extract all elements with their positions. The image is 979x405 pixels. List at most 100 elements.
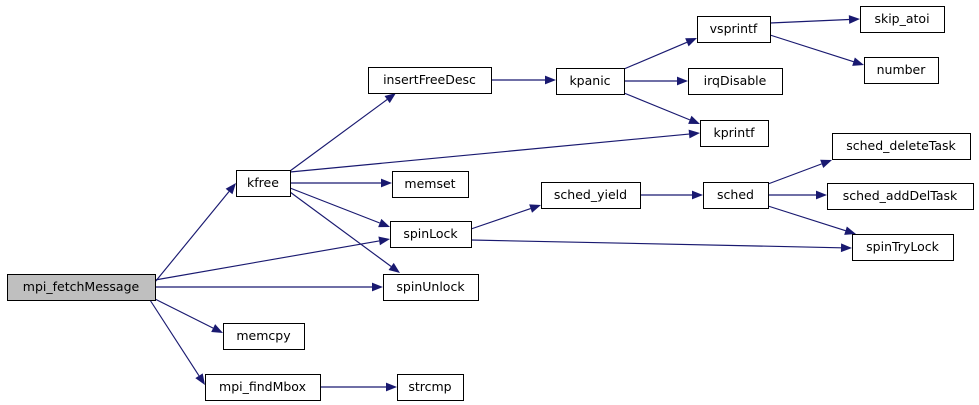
node-box[interactable] [390,221,472,248]
node-box[interactable] [7,274,156,301]
node-box[interactable] [556,68,625,95]
arrow-head-icon [384,93,396,104]
edge-vsprintf-to-skip_atoi [769,15,860,24]
node-insertFreeDesc[interactable]: insertFreeDesc [368,67,492,94]
node-sched_addDelTask[interactable]: sched_addDelTask [827,183,974,210]
edge-line [149,299,200,377]
arrow-head-icon [381,178,392,188]
edge-spinLock-to-spinTryLock [470,239,852,253]
arrow-head-icon [840,243,852,253]
edge-sched_yield-to-sched [640,190,703,200]
edge-sched-to-spinTryLock [767,205,856,235]
node-skip_atoi[interactable]: skip_atoi [860,6,945,33]
arrow-head-icon [545,75,556,85]
node-strcmp[interactable]: strcmp [397,374,464,401]
edge-line [470,239,842,249]
node-label: kprintf [713,125,755,140]
edge-kfree-to-memset [290,178,392,188]
arrow-head-icon [195,373,205,385]
node-sched_yield[interactable]: sched_yield [541,182,641,209]
node-label: sched [717,187,754,202]
node-label: sched_addDelTask [843,188,958,203]
edge-mpi_fetchMessage-to-kfree [154,183,236,283]
edge-kfree-to-spinUnlock [289,191,400,273]
node-box[interactable] [541,182,641,209]
node-box[interactable] [223,323,305,350]
nodes-layer: mpi_fetchMessage kfree insertFreeDesc memse… [7,6,974,401]
node-box[interactable] [832,133,971,160]
edge-line [623,92,691,121]
node-box[interactable] [368,67,492,94]
node-label: memset [404,176,455,191]
arrow-head-icon [372,282,383,292]
edge-vsprintf-to-number [769,34,864,66]
arrow-head-icon [852,57,864,66]
arrow-head-icon [685,38,697,47]
node-box[interactable] [852,234,954,261]
edge-line [767,163,822,185]
node-mpi_findMbox[interactable]: mpi_findMbox [205,374,321,401]
node-label: number [877,62,927,77]
edge-mpi_findMbox-to-strcmp [320,382,397,392]
edge-line [767,205,846,232]
node-kpanic[interactable]: kpanic [556,68,625,95]
arrow-head-icon [848,15,860,24]
node-box[interactable] [703,182,769,209]
node-label: sched_deleteTask [846,138,956,153]
node-box[interactable] [392,171,469,198]
node-sched[interactable]: sched [703,182,769,209]
node-label: mpi_fetchMessage [23,279,140,294]
node-box[interactable] [236,170,291,197]
arrow-head-icon [820,159,832,168]
node-kprintf[interactable]: kprintf [700,120,769,147]
edge-kfree-to-kprintf [289,129,700,173]
node-label: mpi_findMbox [219,379,306,394]
node-box[interactable] [700,120,769,147]
node-box[interactable] [697,16,771,43]
node-number[interactable]: number [864,57,939,84]
edge-line [154,191,230,283]
edge-mpi_fetchMessage-to-spinUnlock [155,282,383,292]
edge-line [289,133,690,173]
arrow-head-icon [844,226,856,235]
node-box[interactable] [383,274,479,301]
arrow-head-icon [688,115,700,124]
arrow-head-icon [386,382,397,392]
node-spinLock[interactable]: spinLock [390,221,472,248]
edge-kfree-to-insertFreeDesc [289,93,396,172]
node-spinTryLock[interactable]: spinTryLock [852,234,954,261]
node-mpi_fetchMessage[interactable]: mpi_fetchMessage [7,274,156,301]
node-label: insertFreeDesc [383,72,476,87]
node-vsprintf[interactable]: vsprintf [697,16,771,43]
node-box[interactable] [827,183,974,210]
node-kfree[interactable]: kfree [236,170,291,197]
node-label: kfree [247,175,279,190]
node-memcpy[interactable]: memcpy [223,323,305,350]
edge-line [623,41,688,70]
node-box[interactable] [864,57,939,84]
node-box[interactable] [860,6,945,33]
node-box[interactable] [397,374,464,401]
edge-mpi_fetchMessage-to-memcpy [154,298,223,333]
node-label: irqDisable [704,73,767,88]
node-label: strcmp [408,379,451,394]
edge-line [154,240,380,281]
edge-line [289,187,380,224]
edge-mpi_fetchMessage-to-spinLock [154,236,390,281]
node-label: memcpy [236,328,291,343]
edge-kpanic-to-irqDisable [624,76,688,86]
node-spinUnlock[interactable]: spinUnlock [383,274,479,301]
node-box[interactable] [688,68,783,95]
edge-line [769,34,854,63]
edge-mpi_fetchMessage-to-mpi_findMbox [149,299,205,385]
edge-kfree-to-spinLock [289,187,390,228]
edge-insertFreeDesc-to-kpanic [491,75,556,85]
node-irqDisable[interactable]: irqDisable [688,68,783,95]
node-label: spinLock [403,226,458,241]
edges-layer [149,15,864,392]
node-sched_deleteTask[interactable]: sched_deleteTask [832,133,971,160]
node-box[interactable] [205,374,321,401]
node-memset[interactable]: memset [392,171,469,198]
